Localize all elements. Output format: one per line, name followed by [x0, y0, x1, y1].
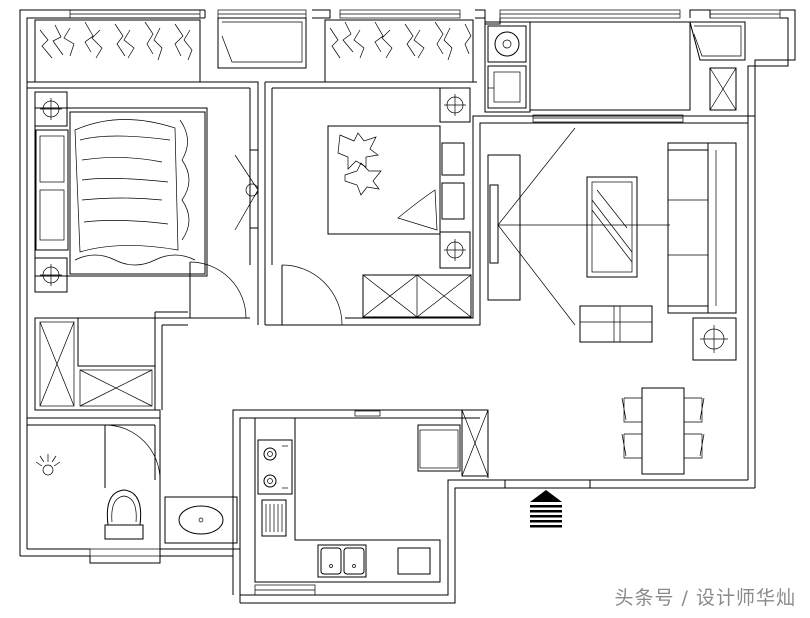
tv-cabinet-icon	[487, 127, 670, 326]
second-bedside-icon	[439, 87, 471, 269]
master-bedroom-walls	[27, 81, 259, 325]
second-bedroom-walls	[264, 81, 755, 326]
plant-icon	[35, 454, 61, 476]
sofa-icon	[667, 142, 737, 314]
kitchen-cabinet-right	[461, 409, 489, 477]
bedroom-balcony-left	[34, 19, 201, 83]
drainboard-icon	[261, 499, 287, 537]
partition-walls	[154, 318, 188, 418]
master-bedroom-door[interactable]	[188, 261, 250, 319]
dryer-icon	[487, 65, 527, 109]
tv-stand-left-icon	[234, 149, 259, 231]
utility-balcony	[484, 21, 746, 113]
bathroom	[27, 417, 161, 549]
stove-icon	[257, 439, 293, 495]
balcony-window-box	[217, 17, 307, 69]
coffee-table-icon	[586, 176, 638, 278]
windows	[69, 9, 781, 596]
second-bedroom-wardrobe	[362, 274, 472, 318]
second-bed-icon	[327, 125, 441, 235]
floor-lamp-icon	[692, 317, 737, 361]
bedside-lamp-icon	[34, 91, 68, 293]
wash-basin-icon	[164, 496, 238, 544]
entrance-arrow-icon	[530, 490, 562, 528]
washing-machine-icon	[487, 25, 527, 63]
kitchen-counter	[254, 418, 441, 583]
kitchen-walls	[232, 409, 489, 595]
watermark: 头条号 / 设计师华灿	[614, 587, 796, 609]
sink-icon	[317, 544, 367, 578]
wardrobe-left	[34, 317, 156, 411]
ottoman-icon	[579, 305, 653, 343]
fridge-icon	[417, 424, 461, 472]
bedroom-balcony-right	[324, 19, 474, 83]
second-bedroom-door[interactable]	[280, 264, 345, 326]
small-appliance-icon	[397, 547, 431, 575]
entrance-door[interactable]	[504, 480, 591, 488]
toilet-icon	[104, 489, 144, 540]
dining-table-icon	[621, 387, 705, 475]
bed-icon	[34, 107, 208, 277]
